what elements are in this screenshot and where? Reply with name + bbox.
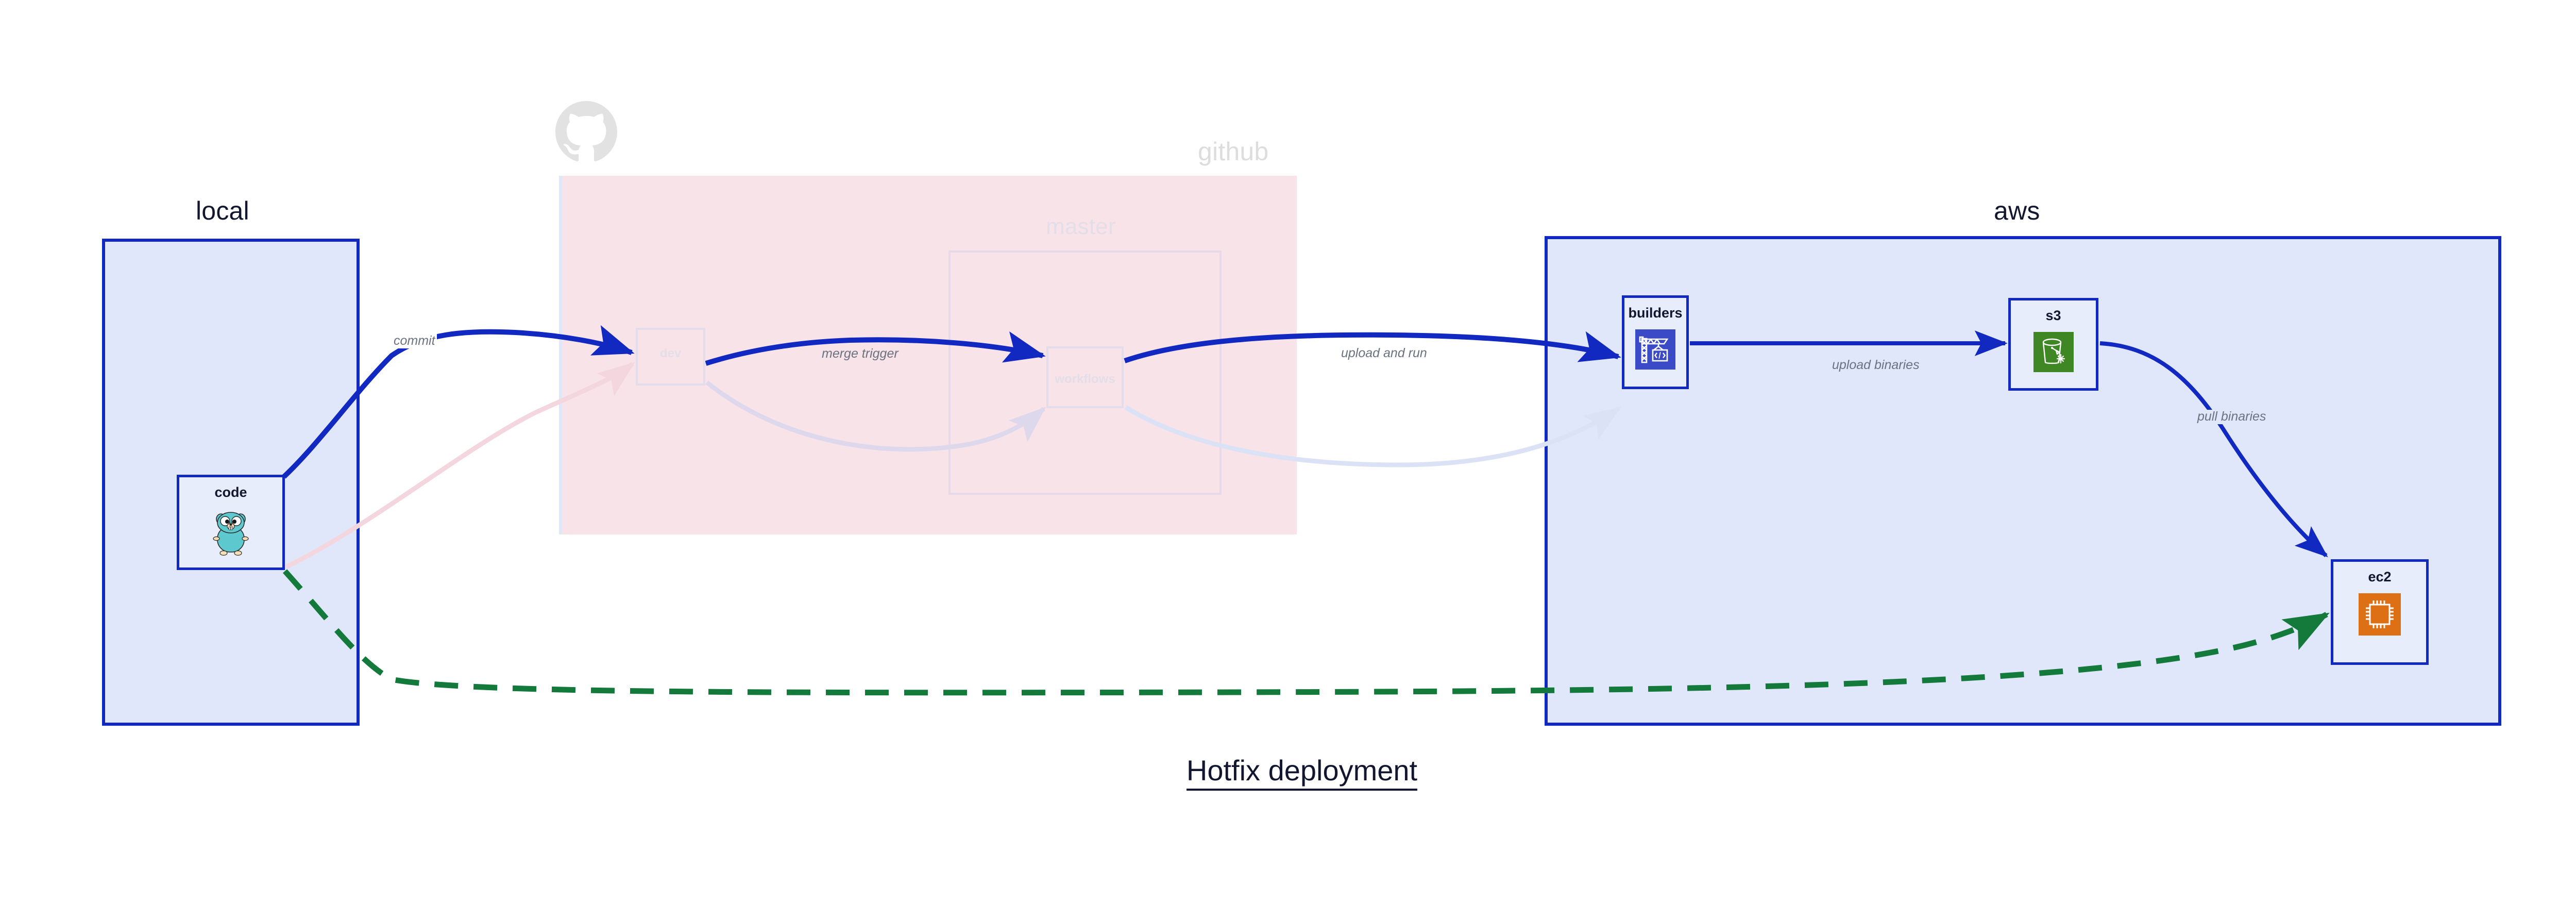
node-code[interactable]: code <box>177 475 285 570</box>
edge-label-upload-binaries: upload binaries <box>1831 358 1921 373</box>
cpu-chip-icon <box>2359 593 2401 638</box>
edge-ghost-workflows-builders <box>1124 405 1621 467</box>
cluster-label-local: local <box>196 196 249 225</box>
diagram-title-text: Hotfix deployment <box>1186 754 1418 791</box>
edge-ghost-code-dev <box>285 362 635 570</box>
node-label-ec2: ec2 <box>2368 569 2392 584</box>
edge-ghost-dev-workflows <box>705 380 1046 452</box>
edge-label-pull-binaries: pull binaries <box>2196 409 2268 424</box>
cluster-github <box>559 176 1297 534</box>
edge-label-commit: commit <box>392 333 437 348</box>
cluster-master <box>948 250 1222 495</box>
node-label-workflows: workflows <box>1055 372 1115 386</box>
node-workflows[interactable]: workflows <box>1046 346 1124 408</box>
node-builders[interactable]: builders <box>1622 295 1689 389</box>
diagram-title: Hotfix deployment <box>0 754 2576 791</box>
cluster-label-master: master <box>1046 214 1116 239</box>
edge-commit-code-dev <box>282 325 635 479</box>
edge-label-upload-and-run: upload and run <box>1340 346 1429 361</box>
edge-uploadrun-workflows-builders <box>1124 331 1621 363</box>
node-dev[interactable]: dev <box>636 328 705 386</box>
cluster-label-github: github <box>1198 137 1269 166</box>
github-octocat-icon <box>555 101 617 163</box>
crane-build-icon <box>1635 329 1675 372</box>
node-label-s3: s3 <box>2045 308 2061 323</box>
edge-hotfix-code-ec2 <box>282 569 2330 696</box>
node-label-dev: dev <box>659 346 682 360</box>
s3-bucket-icon <box>2033 332 2074 375</box>
node-label-code: code <box>214 485 247 500</box>
cluster-label-aws: aws <box>1994 196 2040 225</box>
go-gopher-icon <box>212 509 249 561</box>
edge-pullbin-s3-ec2 <box>2099 341 2328 558</box>
node-label-builders: builders <box>1628 305 1683 321</box>
node-ec2[interactable]: ec2 <box>2331 559 2429 665</box>
node-s3[interactable]: s3 <box>2008 298 2098 391</box>
edge-merge-dev-workflows <box>705 331 1046 366</box>
edge-label-merge-trigger: merge trigger <box>820 346 900 361</box>
